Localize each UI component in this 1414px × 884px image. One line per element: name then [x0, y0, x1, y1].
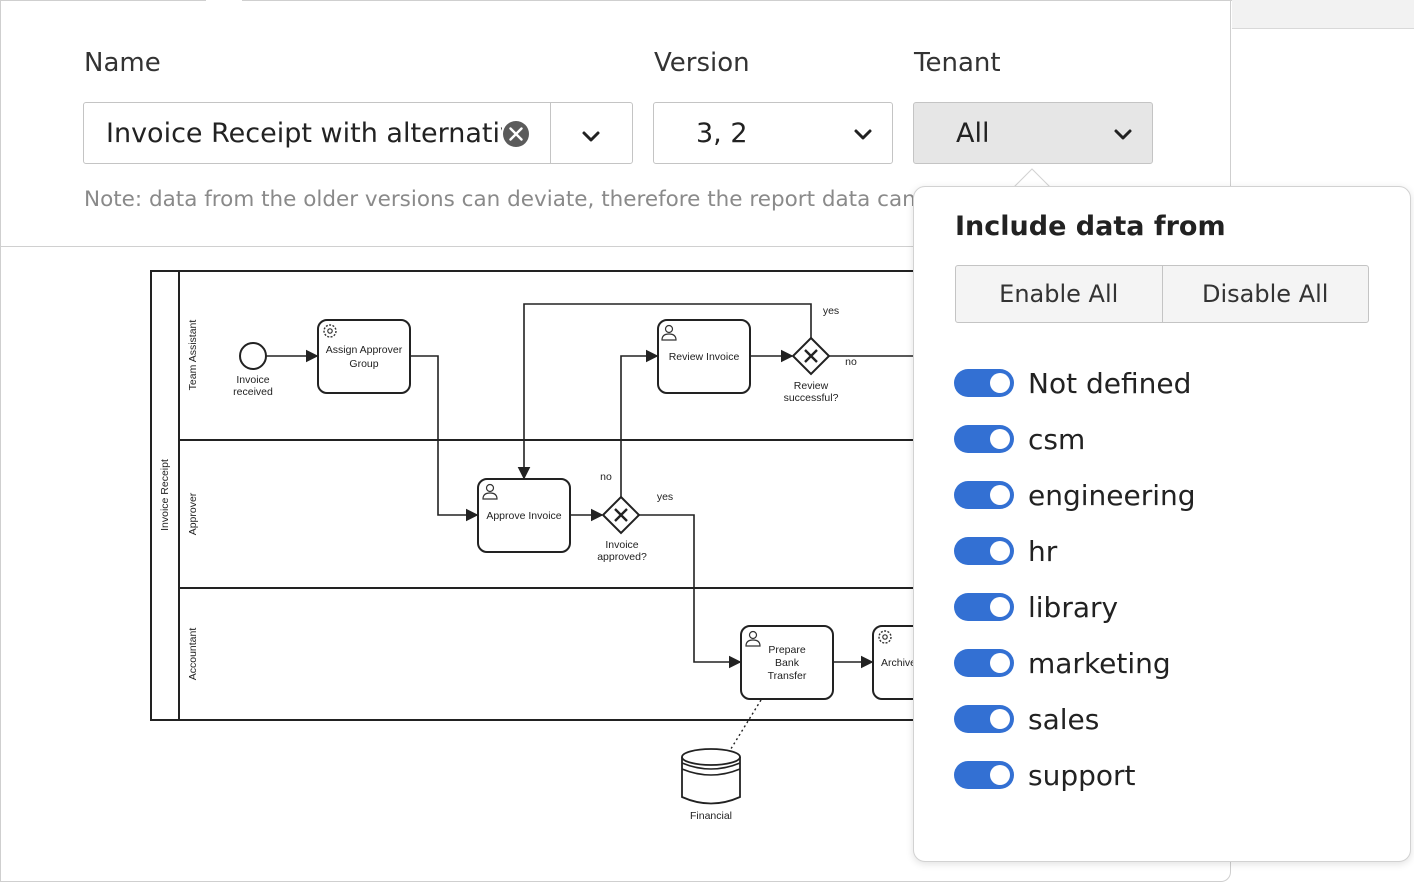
user-icon: [661, 324, 677, 341]
task-label: Review Invoice: [669, 351, 740, 363]
enable-all-button[interactable]: Enable All: [999, 280, 1119, 308]
version-note: Note: data from the older versions can d…: [84, 187, 914, 212]
task-label: Assign Approver: [326, 344, 403, 356]
tenant-toggle-row[interactable]: engineering: [954, 475, 1196, 515]
task-label: Approve Invoice: [486, 510, 561, 522]
toggle-knob: [990, 653, 1010, 673]
sequence-flow: [639, 514, 742, 669]
tenant-toggle-switch[interactable]: [954, 537, 1014, 565]
tenant-toggle-label: library: [1028, 590, 1119, 624]
tenant-toggle-switch[interactable]: [954, 593, 1014, 621]
toggle-knob: [990, 765, 1010, 785]
start-event-label: Invoice: [236, 374, 269, 386]
toggle-knob: [990, 709, 1010, 729]
name-label: Name: [84, 48, 161, 78]
tenant-toggle-label: engineering: [1028, 478, 1196, 512]
task-label: Bank: [775, 657, 800, 669]
tenant-select[interactable]: All: [913, 102, 1153, 164]
version-label: Version: [654, 48, 750, 78]
sequence-flow: [517, 303, 812, 480]
card-top-border: [1, 0, 1232, 1]
chevron-down-icon[interactable]: [580, 125, 602, 147]
task-label: Group: [349, 358, 378, 370]
toggle-knob: [990, 485, 1010, 505]
tenant-toggle-row[interactable]: csm: [954, 419, 1085, 459]
header-divider: [1, 246, 1232, 247]
tenant-toggle-switch[interactable]: [954, 705, 1014, 733]
flow-label: yes: [823, 305, 839, 317]
toggle-knob: [990, 597, 1010, 617]
tenant-select-value: All: [956, 117, 990, 149]
lane-label-accountant: Accountant: [187, 628, 199, 681]
tenant-toggle-label: support: [1028, 758, 1136, 792]
gateway-label: successful?: [784, 392, 839, 404]
gear-icon: [323, 324, 337, 338]
tenant-filter-popover: Include data from Enable All Disable All…: [913, 186, 1411, 862]
tenant-toggle-label: Not defined: [1028, 366, 1192, 400]
sequence-flow: [620, 349, 659, 497]
tenant-toggle-row[interactable]: Not defined: [954, 363, 1191, 403]
tenant-toggle-switch[interactable]: [954, 761, 1014, 789]
database-icon[interactable]: [681, 748, 741, 805]
name-select-value: Invoice Receipt with alternative: [106, 117, 502, 149]
lane-label-approver: Approver: [187, 492, 199, 535]
enable-disable-group: Enable All Disable All: [955, 265, 1369, 323]
toggle-knob: [990, 373, 1010, 393]
tenant-toggle-row[interactable]: sales: [954, 699, 1099, 739]
tenant-toggle-label: marketing: [1028, 646, 1171, 680]
tenant-toggle-switch[interactable]: [954, 425, 1014, 453]
version-select-value: 3, 2: [696, 117, 748, 149]
start-event-label: received: [233, 386, 273, 398]
popover-arrow: [1014, 168, 1050, 188]
tenant-toggle-label: sales: [1028, 702, 1100, 736]
task-label: Archive: [881, 657, 916, 669]
data-store-label: Financial: [690, 810, 732, 822]
gateway-label: Review: [794, 380, 829, 392]
clear-icon[interactable]: [502, 120, 530, 148]
tenant-toggle-label: csm: [1028, 422, 1086, 456]
tenant-toggle-row[interactable]: marketing: [954, 643, 1171, 683]
tenant-toggle-switch[interactable]: [954, 369, 1014, 397]
user-icon: [745, 630, 761, 647]
toggle-knob: [990, 429, 1010, 449]
card-tab-notch: [206, 0, 242, 3]
tenant-toggle-row[interactable]: support: [954, 755, 1136, 795]
chevron-down-icon: [854, 129, 872, 140]
tenant-label: Tenant: [914, 48, 1001, 78]
flow-label: yes: [657, 491, 673, 503]
pool-label: Invoice Receipt: [159, 459, 171, 531]
task-label: Transfer: [768, 670, 807, 682]
gateway-label: Invoice: [605, 539, 638, 551]
task-label: Prepare: [768, 644, 806, 656]
tenant-toggle-label: hr: [1028, 534, 1058, 568]
flow-label: no: [600, 471, 612, 483]
toggle-knob: [990, 541, 1010, 561]
gear-icon: [878, 630, 892, 644]
lane-label-team-assistant: Team Assistant: [187, 320, 199, 391]
popover-title: Include data from: [955, 211, 1226, 242]
tenant-toggle-row[interactable]: library: [954, 587, 1118, 627]
data-association: [728, 699, 762, 753]
background-toolbar: [1232, 0, 1414, 29]
gateway-label: approved?: [597, 551, 647, 563]
name-select[interactable]: Invoice Receipt with alternative: [83, 102, 633, 164]
name-select-separator: [550, 103, 551, 163]
version-select[interactable]: 3, 2: [653, 102, 893, 164]
flow-label: no: [845, 356, 857, 368]
sequence-flow: [410, 355, 479, 522]
disable-all-button[interactable]: Disable All: [1161, 266, 1369, 322]
tenant-toggle-switch[interactable]: [954, 481, 1014, 509]
tenant-toggle-row[interactable]: hr: [954, 531, 1057, 571]
start-event[interactable]: [239, 342, 267, 370]
tenant-toggle-switch[interactable]: [954, 649, 1014, 677]
user-icon: [482, 483, 498, 500]
chevron-down-icon: [1114, 129, 1132, 140]
